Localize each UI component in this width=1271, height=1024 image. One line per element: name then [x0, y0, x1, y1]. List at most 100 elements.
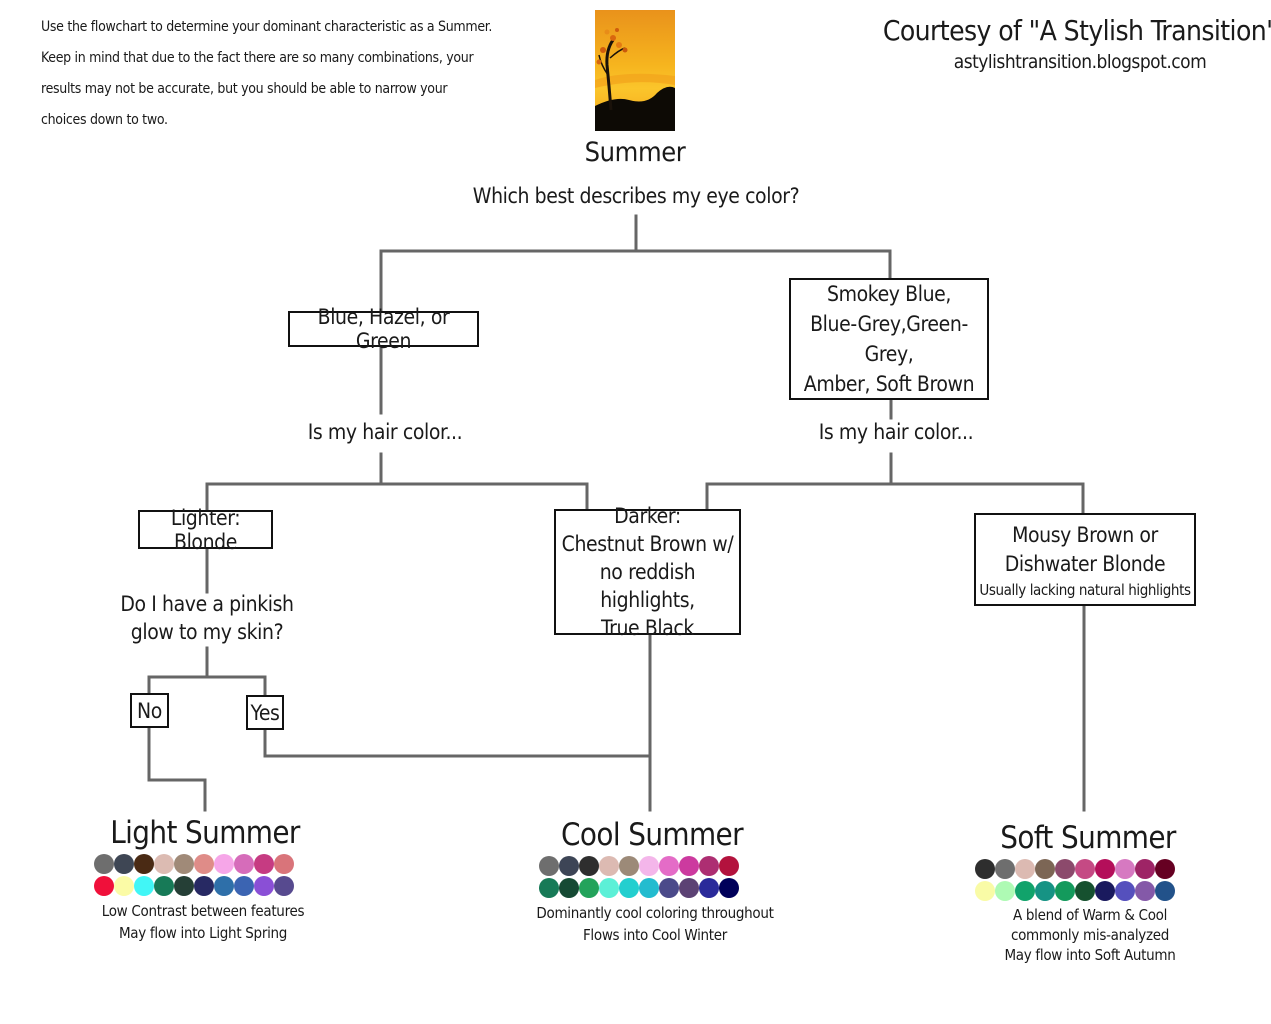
color-swatch	[539, 856, 559, 876]
hair-option-line: True Black	[601, 616, 694, 640]
summer-sunset-image	[595, 10, 675, 131]
hair-option-darker: Darker: Chestnut Brown w/ no reddish hig…	[554, 504, 741, 640]
result-desc-line: A blend of Warm & Cool	[1012, 906, 1168, 924]
color-swatch	[1035, 859, 1055, 879]
color-swatch	[599, 878, 619, 898]
eye-option-line: Amber, Soft Brown	[803, 372, 975, 396]
color-swatch	[1015, 859, 1035, 879]
color-swatch	[274, 876, 294, 896]
season-title: Summer	[584, 137, 686, 168]
color-swatch	[214, 854, 234, 874]
intro-line: Keep in mind that due to the fact there …	[41, 50, 474, 66]
color-swatch	[1075, 859, 1095, 879]
eye-color-question: Which best describes my eye color?	[472, 184, 800, 208]
color-swatch	[559, 856, 579, 876]
color-swatch	[659, 856, 679, 876]
color-swatch	[1055, 859, 1075, 879]
color-swatch	[1115, 859, 1135, 879]
color-swatch	[174, 876, 194, 896]
color-swatch	[1015, 881, 1035, 901]
answer-yes: Yes	[246, 695, 284, 730]
color-swatch	[234, 876, 254, 896]
color-swatch	[699, 878, 719, 898]
color-swatch	[975, 881, 995, 901]
credit-title: Courtesy of "A Stylish Transition"	[882, 14, 1271, 47]
result-soft-summer-title: Soft Summer	[1000, 820, 1176, 856]
cool-summer-description: Dominantly cool coloring throughout Flow…	[510, 902, 800, 946]
light-summer-palette	[94, 854, 294, 896]
intro-text: Use the flowchart to determine your domi…	[41, 12, 511, 136]
color-swatch	[659, 878, 679, 898]
answer-no: No	[130, 693, 169, 728]
color-swatch	[619, 878, 639, 898]
color-swatch	[1155, 881, 1175, 901]
color-swatch	[154, 854, 174, 874]
color-swatch	[975, 859, 995, 879]
credit-url: astylishtransition.blogspot.com	[953, 51, 1207, 73]
result-cool-summer-title: Cool Summer	[561, 817, 744, 853]
color-swatch	[639, 878, 659, 898]
eye-option-blue-hazel-green: Blue, Hazel, or Green	[288, 305, 479, 353]
intro-line: results may not be accurate, but you sho…	[41, 81, 448, 97]
color-swatch	[1135, 881, 1155, 901]
color-swatch	[154, 876, 174, 896]
color-swatch	[214, 876, 234, 896]
eye-option-line: Blue-Grey,Green-Grey,	[810, 312, 968, 366]
color-swatch	[995, 881, 1015, 901]
color-swatch	[719, 878, 739, 898]
color-swatch	[234, 854, 254, 874]
hair-option-note: Usually lacking natural highlights	[979, 580, 1191, 599]
color-swatch	[1115, 881, 1135, 901]
color-swatch	[114, 854, 134, 874]
color-swatch	[114, 876, 134, 896]
hair-option-lighter: Lighter: Blonde	[138, 506, 273, 554]
result-desc-line: May flow into Soft Autumn	[1004, 946, 1176, 964]
hair-option-line: no reddish highlights,	[599, 560, 696, 612]
color-swatch	[1035, 881, 1055, 901]
color-swatch	[1135, 859, 1155, 879]
color-swatch	[699, 856, 719, 876]
color-swatch	[1075, 881, 1095, 901]
result-desc-line: Low Contrast between features	[101, 902, 305, 920]
color-swatch	[1095, 859, 1115, 879]
skin-glow-line: glow to my skin?	[130, 620, 284, 644]
color-swatch	[1095, 881, 1115, 901]
hair-question-right: Is my hair color...	[818, 420, 974, 444]
color-swatch	[194, 854, 214, 874]
color-swatch	[254, 854, 274, 874]
hair-option-line: Dishwater Blonde	[1004, 551, 1166, 576]
color-swatch	[174, 854, 194, 874]
color-swatch	[719, 856, 739, 876]
hair-question-left: Is my hair color...	[307, 420, 463, 444]
color-swatch	[1155, 859, 1175, 879]
eye-option-smokey-blue: Smokey Blue, Blue-Grey,Green-Grey, Amber…	[789, 278, 989, 400]
color-swatch	[134, 876, 154, 896]
color-swatch	[254, 876, 274, 896]
color-swatch	[1055, 881, 1075, 901]
color-swatch	[599, 856, 619, 876]
cool-summer-palette	[539, 856, 739, 898]
hair-option-line: Chestnut Brown w/	[561, 532, 734, 556]
result-desc-line: commonly mis-analyzed	[1010, 926, 1170, 944]
color-swatch	[679, 856, 699, 876]
result-light-summer-title: Light Summer	[110, 815, 300, 851]
answer-label: No	[137, 698, 162, 723]
hair-option-label: Lighter: Blonde	[170, 505, 241, 554]
color-swatch	[94, 854, 114, 874]
soft-summer-palette	[975, 859, 1175, 901]
color-swatch	[639, 856, 659, 876]
eye-option-label: Blue, Hazel, or Green	[317, 305, 450, 353]
color-swatch	[679, 878, 699, 898]
eye-option-line: Smokey Blue,	[827, 282, 951, 306]
soft-summer-description: A blend of Warm & Cool commonly mis-anal…	[965, 905, 1215, 965]
intro-line: choices down to two.	[41, 112, 168, 128]
result-desc-line: May flow into Light Spring	[118, 924, 288, 942]
hair-option-line: Darker:	[614, 504, 681, 528]
color-swatch	[995, 859, 1015, 879]
hair-option-line: Mousy Brown or	[1012, 522, 1158, 547]
color-swatch	[619, 856, 639, 876]
skin-glow-question: Do I have a pinkish glow to my skin?	[97, 590, 317, 646]
color-swatch	[94, 876, 114, 896]
credit: Courtesy of "A Stylish Transition" astyl…	[880, 14, 1271, 73]
